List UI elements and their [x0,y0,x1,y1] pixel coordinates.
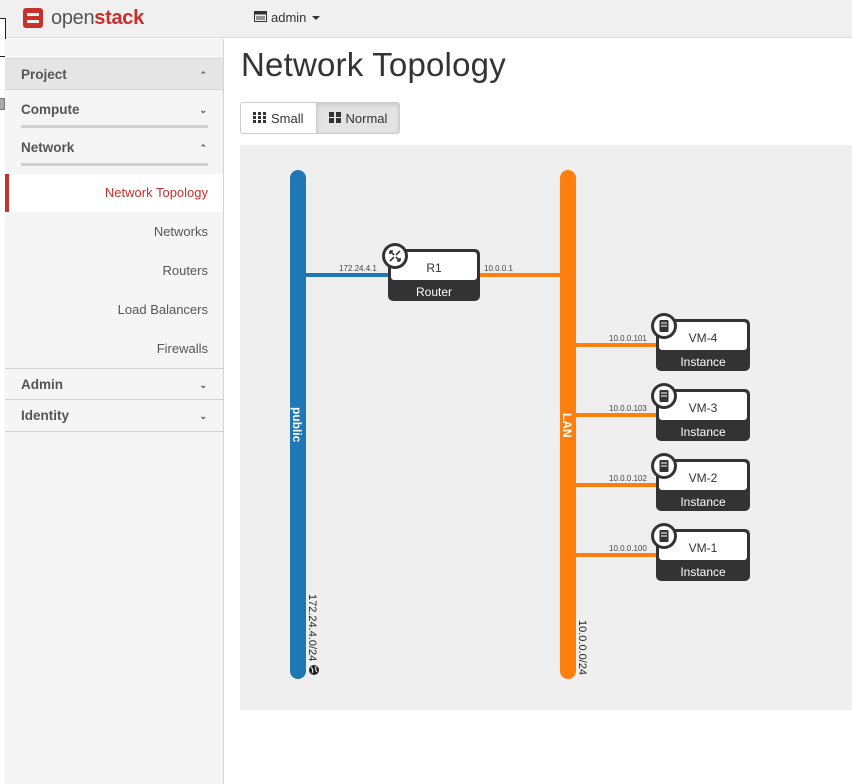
sidebar-section-network[interactable]: Network ⌃ [5,128,223,166]
window-edge-handle [0,98,5,110]
network-public-cidr: 172.24.4.0/24 [306,594,318,661]
instance-node-vm-1[interactable]: 10.0.0.100 VM-1 Instance [576,523,750,581]
server-icon [651,523,677,549]
sidebar-section-label: Network [21,140,75,155]
view-size-toggle: Small Normal [240,102,401,134]
sidebar-section-label: Admin [21,377,63,392]
router-name: R1 [426,261,442,275]
grid-small-icon [253,111,266,126]
instance-name: VM-2 [689,471,718,485]
logo-text-open: open [51,7,95,29]
chevron-down-icon: ⌄ [199,380,207,390]
network-lan-cidr: 10.0.0.0/24 [576,620,588,675]
page-title: Network Topology [241,46,506,83]
small-view-button[interactable]: Small [240,102,317,134]
instance-type: Instance [680,565,726,579]
instance-node-vm-2[interactable]: 10.0.0.102 VM-2 Instance [576,453,750,511]
network-lan-bar[interactable] [560,170,576,679]
openstack-logo-icon [22,7,44,29]
chevron-down-icon: ⌄ [199,411,207,421]
sidebar: Project ⌃ Compute ⌄ Network ⌃ Network To… [5,39,224,784]
router-icon [382,243,408,269]
small-view-label: Small [271,110,304,126]
router-lan-ip: 10.0.0.1 [484,264,513,273]
grid-large-icon [328,111,341,126]
router-node[interactable]: R1 Router [382,243,480,301]
server-icon [651,313,677,339]
instance-ip: 10.0.0.103 [609,404,647,413]
chevron-down-icon [312,15,321,20]
instance-name: VM-1 [689,541,718,555]
globe-icon [309,665,319,675]
top-navbar: openstack admin [0,0,852,38]
sidebar-item-network-topology[interactable]: Network Topology [5,174,223,212]
instance-type: Instance [680,355,726,369]
network-public-bar[interactable] [290,170,306,679]
logo-text-stack: stack [94,7,144,29]
network-public-label: public [290,407,304,443]
network-public[interactable]: public 172.24.4.0/24 [290,170,319,679]
openstack-logo[interactable]: openstack [22,5,144,31]
project-icon [254,10,267,25]
window-edge [0,18,6,57]
server-icon [651,453,677,479]
topology-diagram: public 172.24.4.0/24 LAN 10.0.0.0/24 172… [290,170,750,679]
instance-node-vm-4[interactable]: 10.0.0.101 VM-4 Instance [576,313,750,371]
normal-view-label: Normal [345,110,388,126]
chevron-up-icon: ⌃ [199,70,207,80]
router-type: Router [416,285,452,299]
chevron-up-icon: ⌃ [199,143,207,153]
chevron-down-icon: ⌄ [199,105,207,115]
instance-node-vm-3[interactable]: 10.0.0.103 VM-3 Instance [576,383,750,441]
instance-ip: 10.0.0.101 [609,334,647,343]
sidebar-section-admin[interactable]: Admin ⌄ [5,368,223,400]
network-lan-label: LAN [560,413,574,438]
normal-view-button[interactable]: Normal [316,102,401,134]
instance-type: Instance [680,495,726,509]
user-menu-dropdown[interactable]: admin [254,10,321,25]
user-menu-label: admin [271,10,307,25]
instance-ip: 10.0.0.102 [609,474,647,483]
instance-name: VM-3 [689,401,718,415]
instance-type: Instance [680,425,726,439]
network-lan[interactable]: LAN 10.0.0.0/24 [560,170,588,679]
instance-ip: 10.0.0.100 [609,544,647,553]
instance-name: VM-4 [689,331,718,345]
router-public-ip: 172.24.4.1 [339,264,377,273]
server-icon [651,383,677,409]
sidebar-item-load-balancers[interactable]: Load Balancers [117,302,208,317]
sidebar-item-routers[interactable]: Routers [162,263,208,278]
sidebar-item-networks[interactable]: Networks [153,224,208,239]
sidebar-section-label: Compute [21,102,80,117]
sidebar-section-identity[interactable]: Identity ⌄ [5,400,223,432]
sidebar-section-project[interactable]: Project ⌃ [5,58,223,90]
sidebar-section-compute[interactable]: Compute ⌄ [5,90,223,128]
sidebar-section-label: Identity [21,408,70,423]
sidebar-section-label: Project [21,67,67,82]
sidebar-item-firewalls[interactable]: Firewalls [156,341,208,356]
topology-canvas[interactable]: public 172.24.4.0/24 LAN 10.0.0.0/24 172… [240,145,852,710]
